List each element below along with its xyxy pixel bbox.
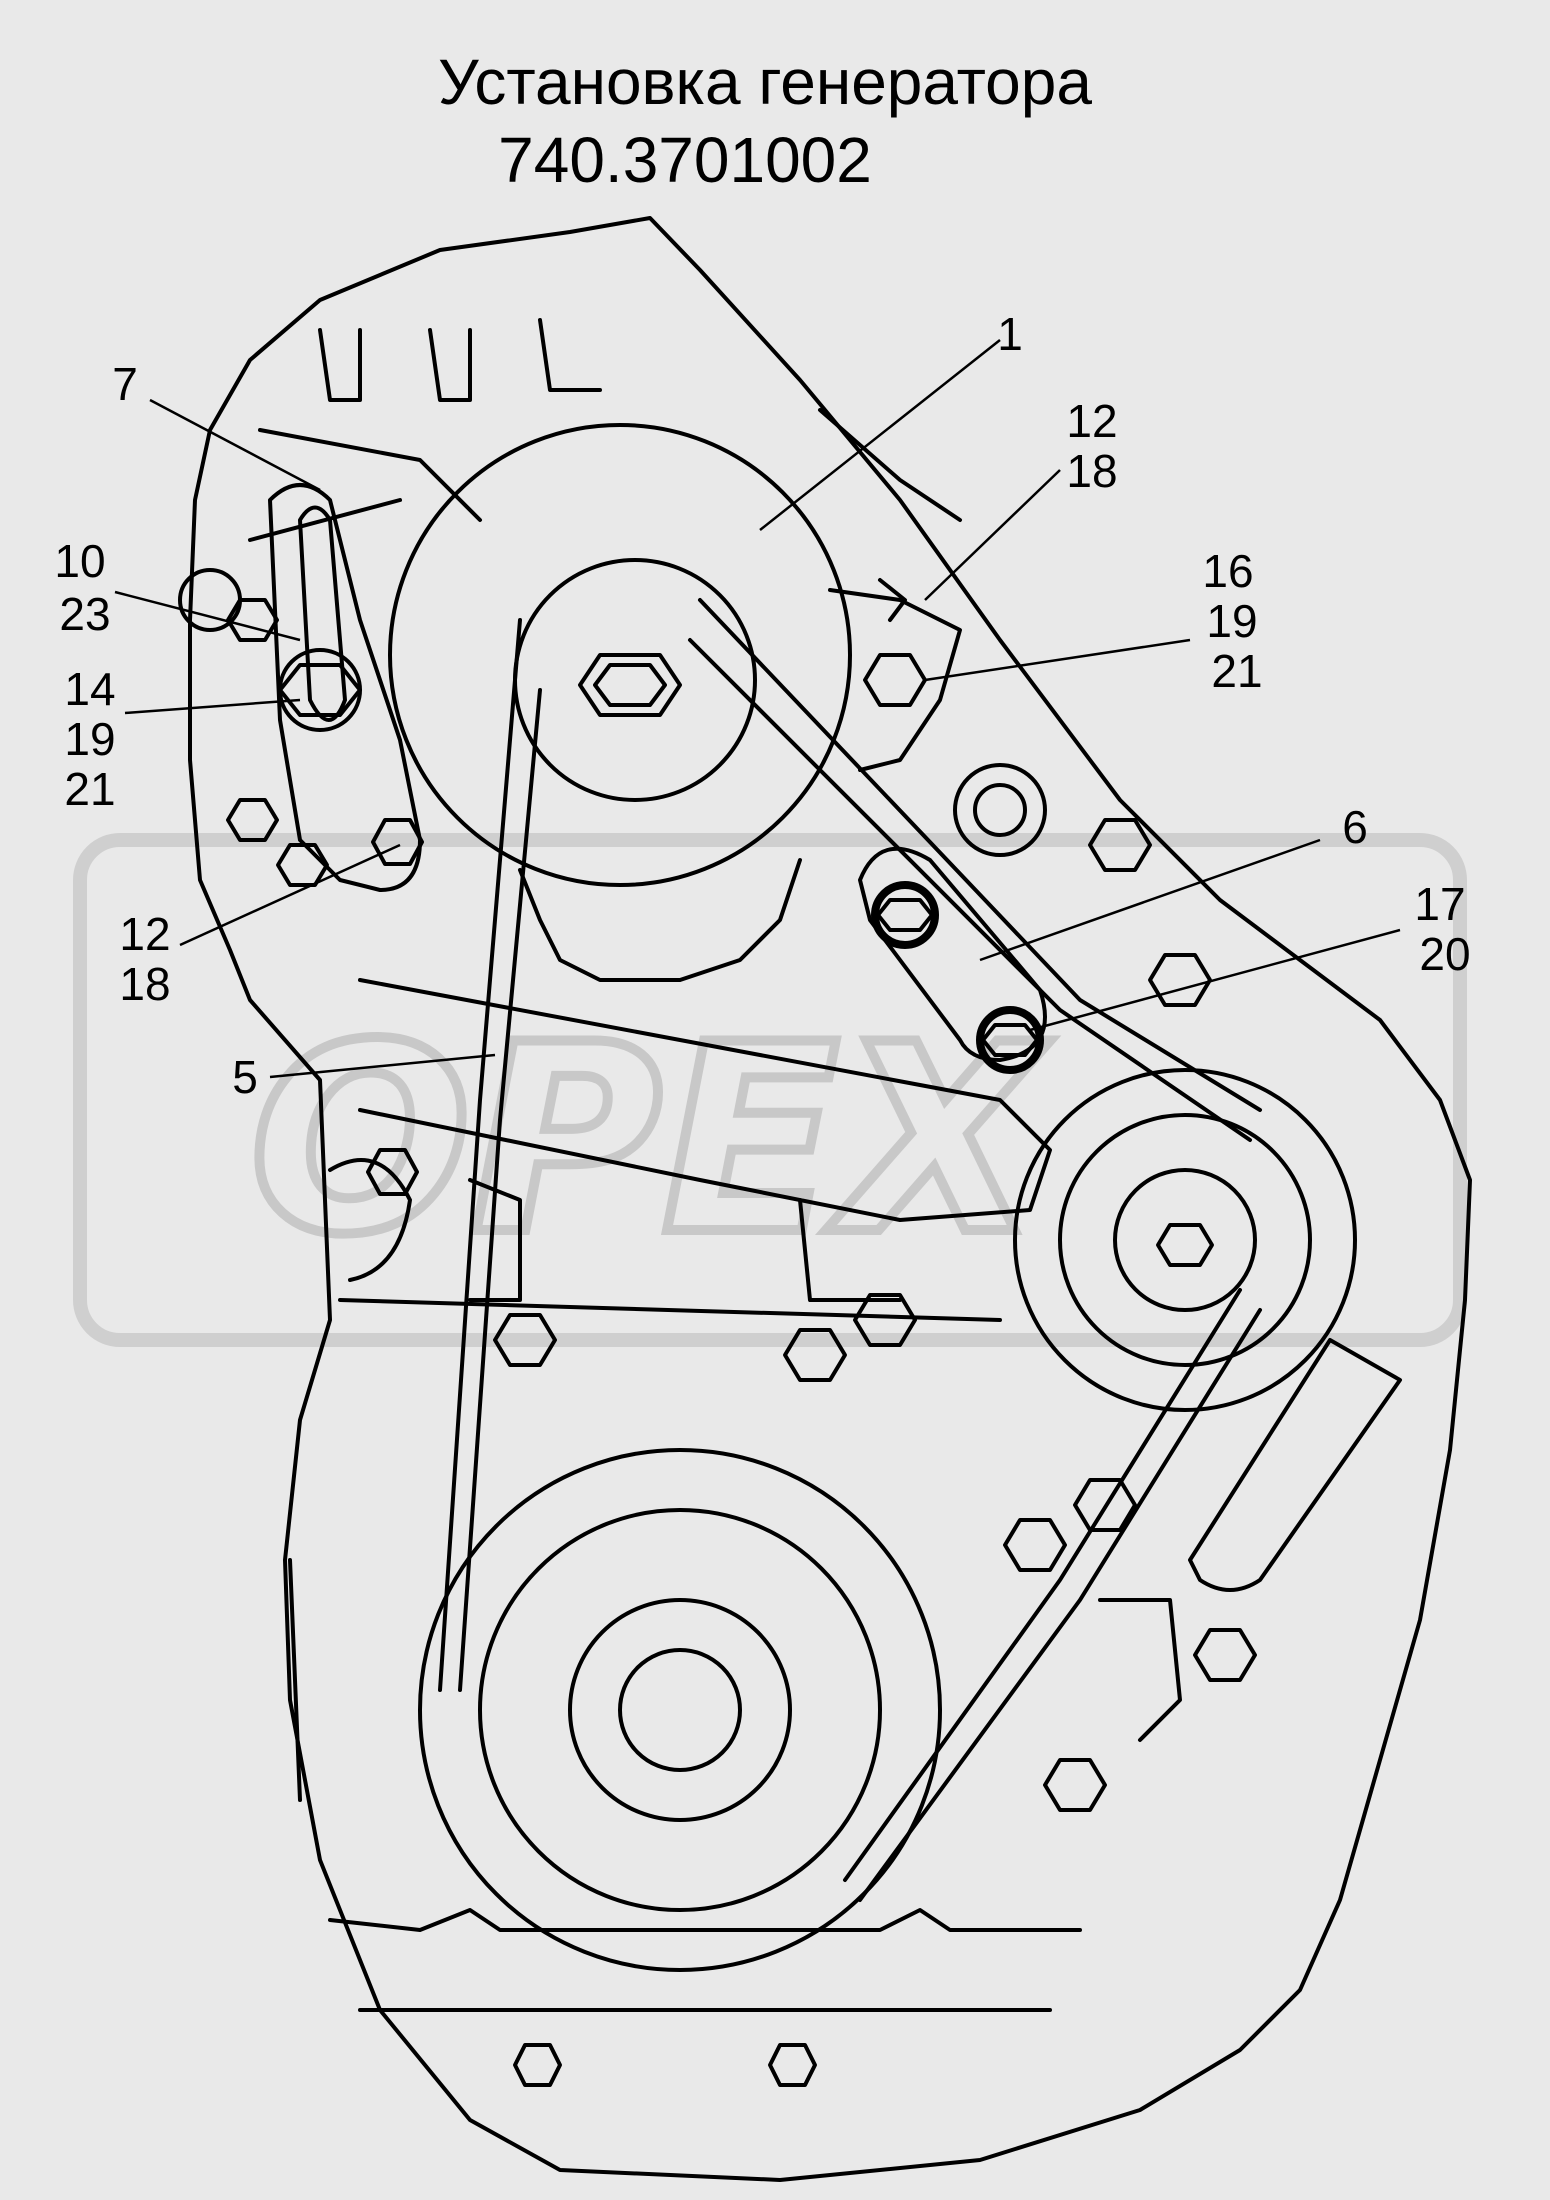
callout-14: 14	[64, 663, 115, 715]
callout-19-left: 19	[64, 713, 115, 765]
callout-21-left: 21	[64, 763, 115, 815]
callout-10: 10	[54, 535, 105, 587]
callout-1: 1	[997, 308, 1023, 360]
bolt-6-lower	[976, 1006, 1044, 1074]
callout-18-upper: 18	[1066, 445, 1117, 497]
crankshaft-pulley	[418, 1448, 942, 1972]
callout-19-right: 19	[1206, 595, 1257, 647]
alternator-body	[388, 423, 852, 887]
drive-belt	[698, 598, 1262, 1112]
callout-17: 17	[1414, 878, 1465, 930]
callout-labels: 1 12 18 7 10 23 14 19 21 16 19 21 6 17 2…	[54, 308, 1470, 1103]
callout-12-lower: 12	[119, 908, 170, 960]
adjusting-bolt	[278, 663, 362, 717]
callout-18-lower: 18	[119, 958, 170, 1010]
front-cover-outline	[188, 216, 1472, 2182]
watermark-text: OPEX	[250, 990, 1050, 1292]
callout-20: 20	[1419, 928, 1470, 980]
drawing-part-number: 740.3701002	[498, 124, 872, 196]
bolt-16	[863, 653, 927, 707]
drawing-title: Установка генератора	[438, 46, 1092, 118]
watermark: OPEX	[73, 833, 1467, 1347]
alternator-pulley	[513, 558, 757, 802]
bolt-6-upper	[871, 881, 939, 949]
alternator-pulley-nut	[578, 653, 682, 717]
callout-16: 16	[1202, 545, 1253, 597]
callout-21-right: 21	[1211, 645, 1262, 697]
callout-23: 23	[59, 588, 110, 640]
water-pump-pulley	[1013, 1068, 1357, 1412]
callout-5: 5	[232, 1051, 258, 1103]
callout-6: 6	[1342, 801, 1368, 853]
callout-7: 7	[112, 358, 138, 410]
callout-12-upper: 12	[1066, 395, 1117, 447]
